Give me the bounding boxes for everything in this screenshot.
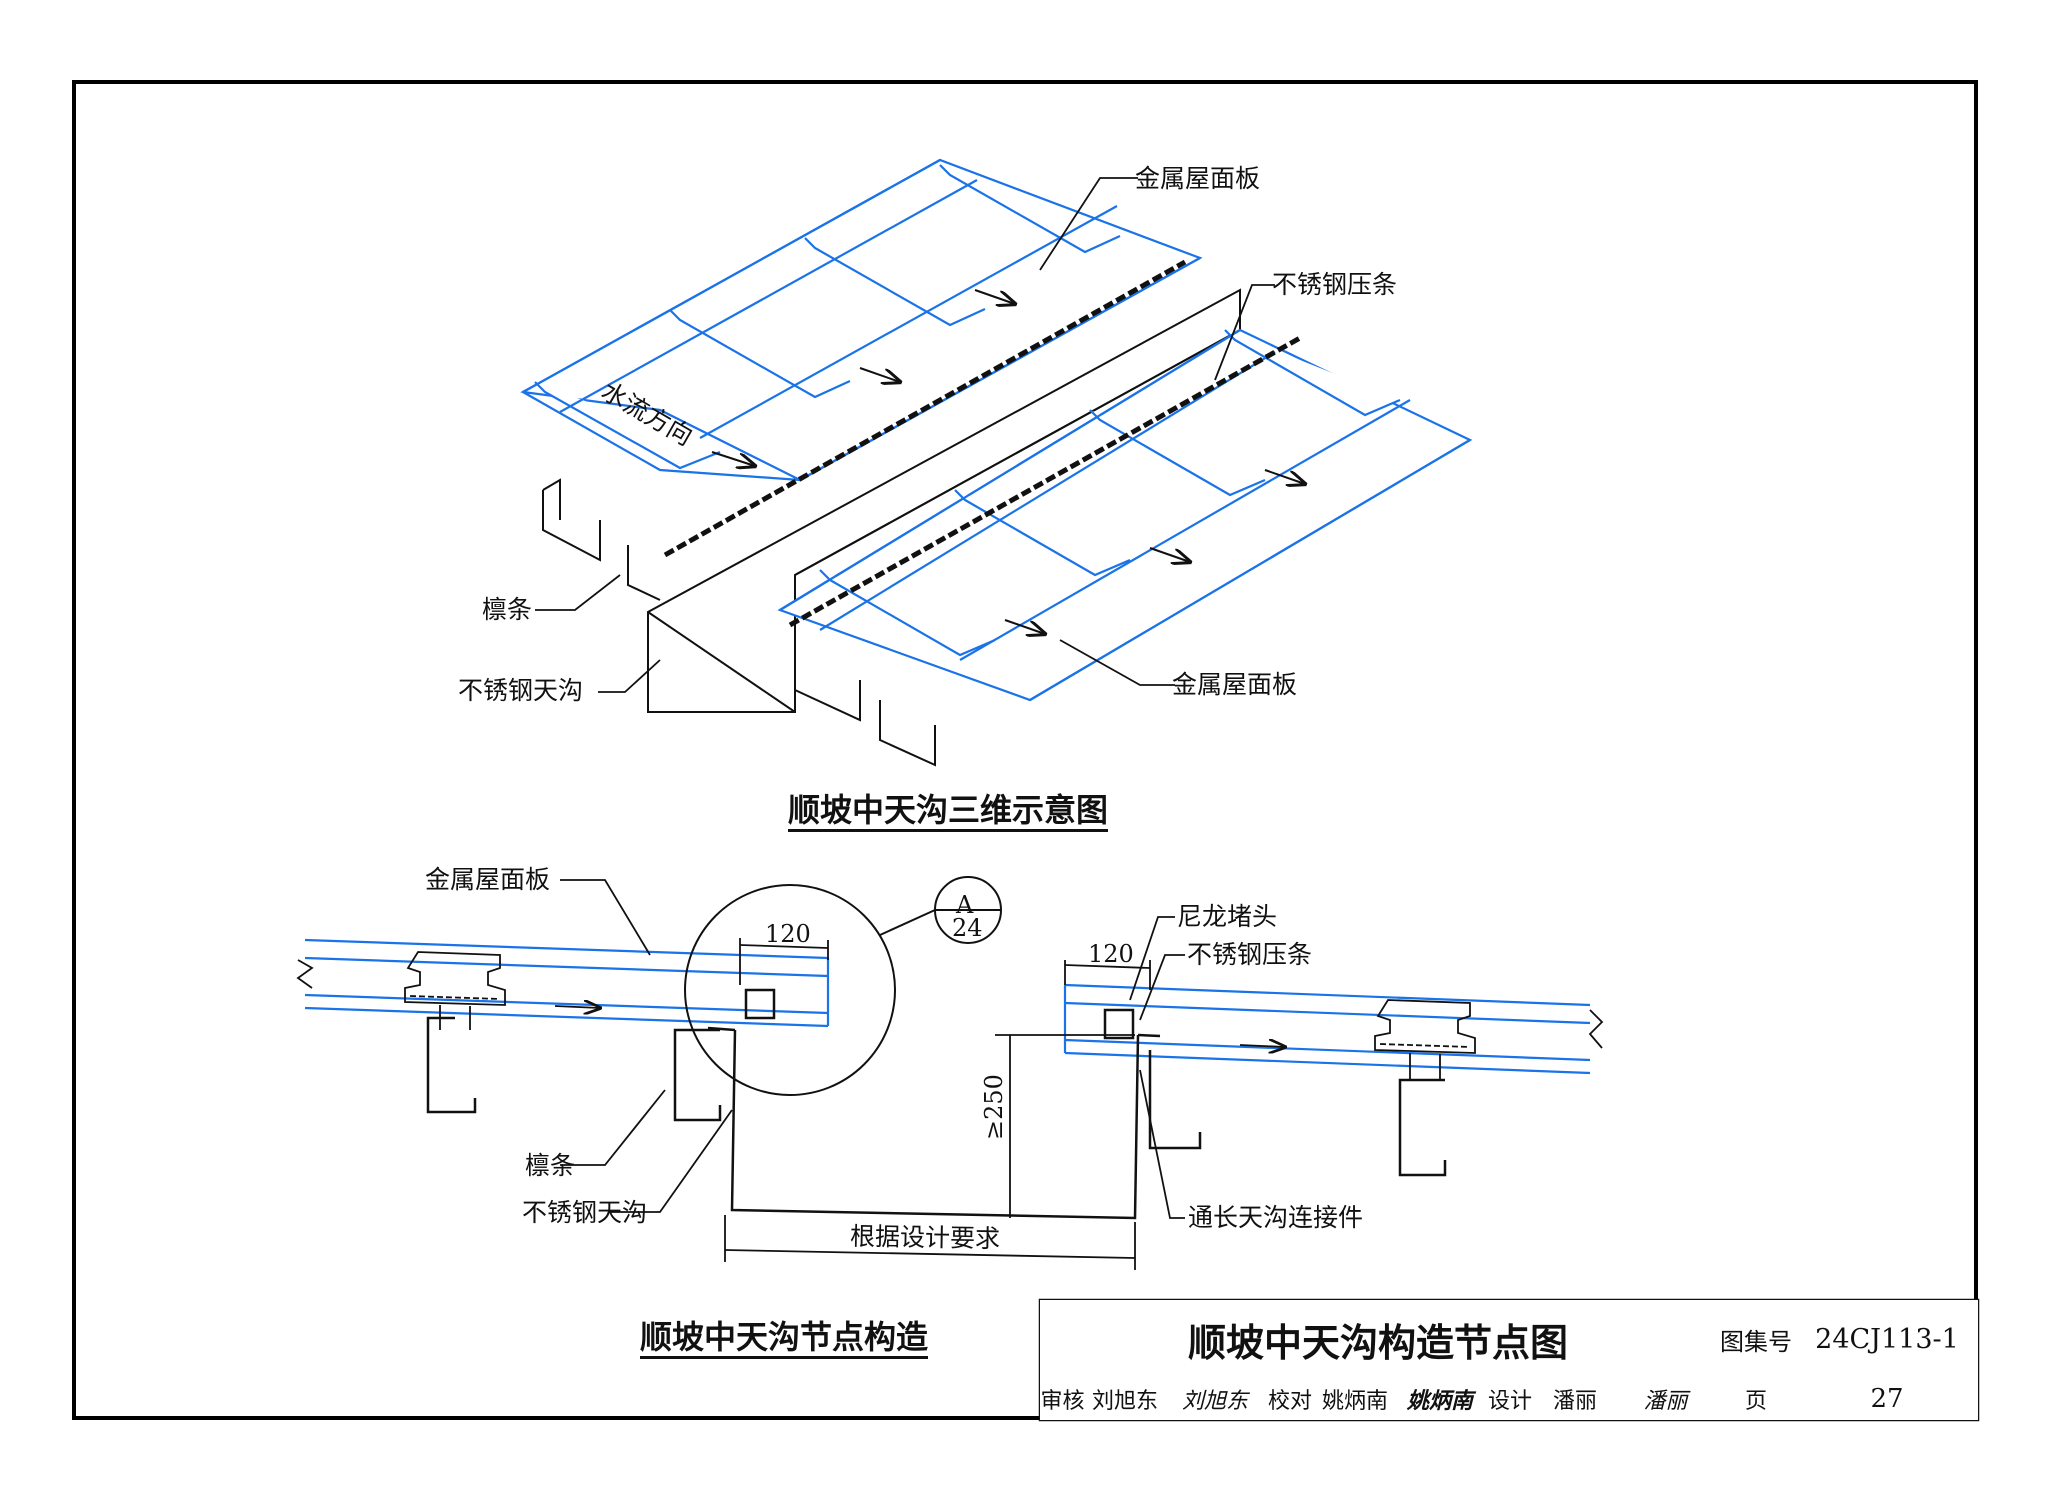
upper-leaders	[535, 177, 1275, 693]
check-name: 姚炳南	[1321, 1389, 1388, 1414]
clip-right	[1374, 999, 1476, 1080]
upper-view-title: 顺坡中天沟三维示意图	[788, 791, 1109, 829]
gutter-section	[707, 988, 1161, 1220]
design-signature: 潘丽	[1643, 1389, 1688, 1414]
detail-circle	[684, 876, 1002, 1096]
label-purlin-3d: 檩条	[482, 595, 533, 624]
roof-sheet-right	[1063, 983, 1591, 1075]
label-roof-panel-section: 金属屋面板	[425, 865, 551, 894]
roof-panels-right	[777, 328, 1473, 702]
check-signature: 姚炳南	[1406, 1388, 1473, 1414]
pressing-strips-3d	[663, 259, 1302, 628]
break-right	[1588, 1009, 1604, 1049]
page-label: 页	[1744, 1389, 1767, 1414]
detail-ref-letter: A	[956, 891, 974, 919]
label-roof-panel-top: 金属屋面板	[1135, 164, 1261, 193]
purlins-section	[426, 1016, 1447, 1177]
gutter-3d	[647, 288, 1241, 713]
atlas-number: 24CJ113-1	[1815, 1323, 1959, 1355]
title-block: 顺坡中天沟构造节点图 图集号 24CJ113-1 审核 刘旭东 刘旭东 校对 姚…	[1040, 1300, 1978, 1420]
check-label: 校对	[1267, 1389, 1312, 1414]
dimension-lines	[724, 938, 1151, 1270]
label-gutter-3d: 不锈钢天沟	[458, 676, 584, 705]
drawing-frame	[72, 80, 1978, 1420]
label-pressing-strip-3d: 不锈钢压条	[1272, 270, 1398, 299]
design-name: 潘丽	[1552, 1389, 1597, 1414]
label-nylon-plug: 尼龙堵头	[1177, 902, 1278, 931]
section-flow-arrows	[554, 1006, 1285, 1047]
label-width-note: 根据设计要求	[849, 1221, 1001, 1254]
detail-ref-page: 24	[952, 914, 983, 942]
label-roof-panel-bottom: 金属屋面板	[1172, 670, 1298, 699]
lower-leaders	[560, 879, 1185, 1219]
break-left	[296, 959, 314, 989]
review-signature: 刘旭东	[1181, 1389, 1248, 1414]
review-label: 审核	[1040, 1389, 1085, 1414]
dim-left-overhang: 120	[765, 920, 811, 948]
dim-gutter-depth: ≥250	[980, 1074, 1008, 1140]
dim-right-overhang: 120	[1088, 940, 1134, 968]
roof-sheet-left	[304, 938, 830, 1028]
page-number: 27	[1870, 1384, 1904, 1414]
label-connector: 通长天沟连接件	[1188, 1203, 1364, 1232]
drawing-name: 顺坡中天沟构造节点图	[1187, 1320, 1568, 1365]
label-purlin-section: 檩条	[525, 1151, 576, 1180]
purlins-3d	[542, 478, 936, 767]
review-name: 刘旭东	[1091, 1389, 1158, 1414]
design-label: 设计	[1487, 1389, 1532, 1414]
atlas-label: 图集号	[1720, 1327, 1792, 1356]
flow-arrows	[711, 289, 1305, 634]
label-pressing-strip-section: 不锈钢压条	[1187, 940, 1313, 969]
lower-view-title: 顺坡中天沟节点构造	[640, 1318, 929, 1356]
label-gutter-section: 不锈钢天沟	[522, 1198, 648, 1227]
